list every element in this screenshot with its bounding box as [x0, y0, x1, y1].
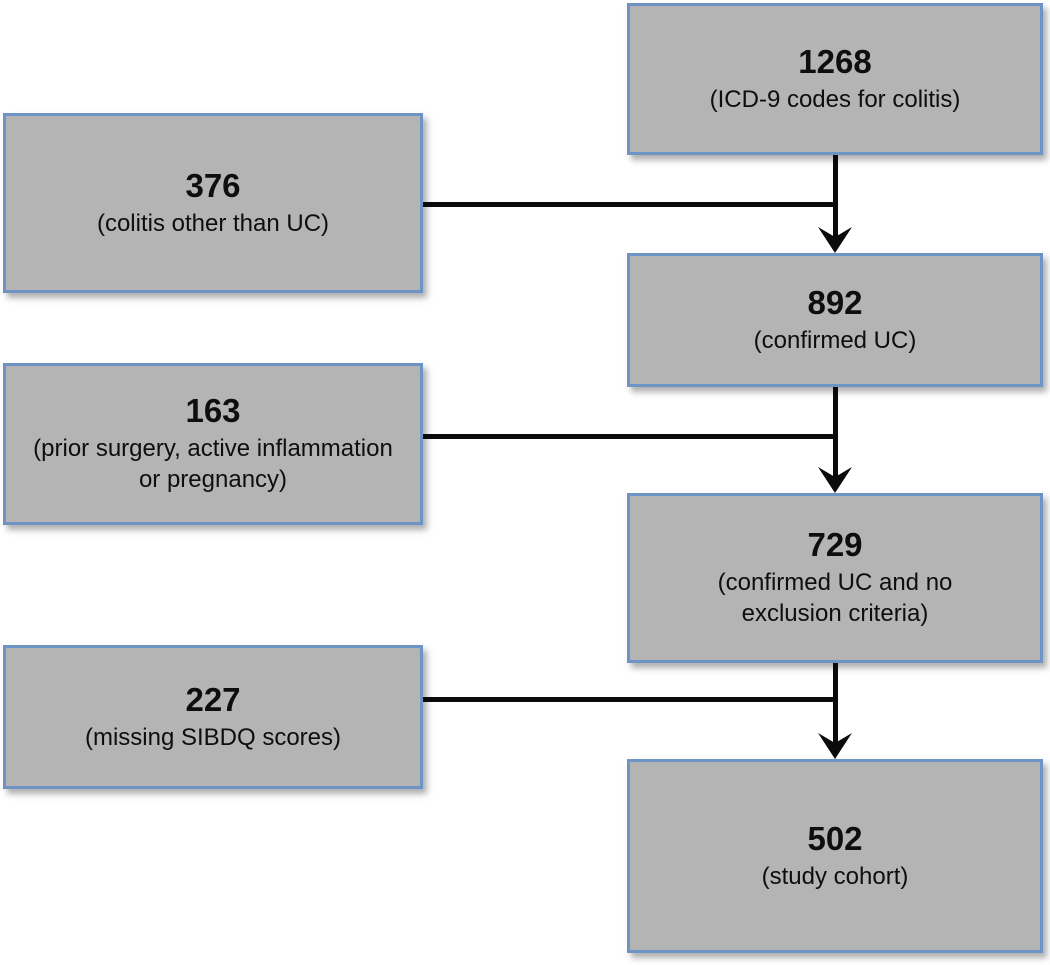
arrow-down-icon: [818, 227, 852, 253]
box-count: 892: [807, 283, 863, 321]
box-description: (prior surgery, active inflammation or p…: [33, 435, 393, 494]
connector-892-to-729: [833, 387, 838, 479]
connector-1268-to-892: [833, 155, 838, 239]
arrow-down-icon: [818, 733, 852, 759]
box-count: 376: [185, 166, 241, 204]
box-description: (confirmed UC): [753, 326, 917, 354]
flow-box-no-exclusion-criteria: 729 (confirmed UC and no exclusion crite…: [627, 493, 1043, 663]
flow-box-icd9-codes: 1268 (ICD-9 codes for colitis): [627, 3, 1043, 155]
box-count: 729: [807, 526, 863, 564]
box-description: (study cohort): [761, 862, 909, 890]
flow-box-confirmed-uc: 892 (confirmed UC): [627, 253, 1043, 387]
box-count: 227: [185, 680, 241, 718]
connector-227-branch: [423, 697, 838, 702]
flow-box-study-cohort: 502 (study cohort): [627, 759, 1043, 953]
arrow-down-icon: [818, 467, 852, 493]
box-count: 1268: [798, 42, 872, 80]
box-description: (colitis other than UC): [96, 209, 330, 237]
box-description: (confirmed UC and no exclusion criteria): [717, 569, 953, 628]
connector-376-branch: [423, 202, 838, 207]
connector-729-to-502: [833, 663, 838, 745]
exclusion-box-other-colitis: 376 (colitis other than UC): [3, 113, 423, 293]
box-description: (ICD-9 codes for colitis): [709, 85, 961, 113]
box-count: 502: [807, 819, 863, 857]
exclusion-box-surgery-inflammation-pregnancy: 163 (prior surgery, active inflammation …: [3, 363, 423, 525]
box-description: (missing SIBDQ scores): [84, 723, 342, 751]
box-count: 163: [185, 392, 241, 430]
connector-163-branch: [423, 434, 838, 439]
exclusion-box-missing-sibdq: 227 (missing SIBDQ scores): [3, 645, 423, 789]
